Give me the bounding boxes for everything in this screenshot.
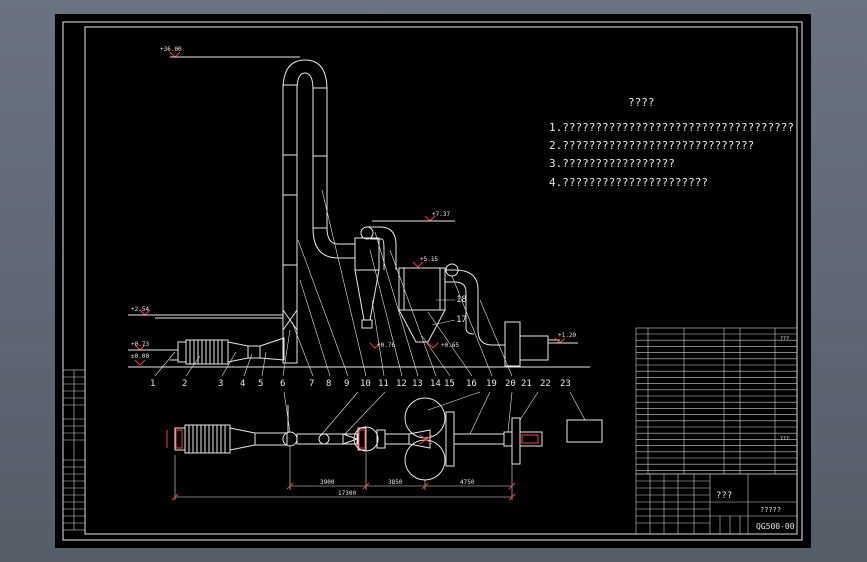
note-line-2: 2.?????????????????????????????	[549, 139, 754, 152]
notes-title: ????	[628, 96, 655, 109]
elev-073: +0.73	[131, 341, 149, 348]
part-num-22: 22	[540, 379, 551, 389]
note-line-3: 3.?????????????????	[549, 157, 675, 170]
part-num-18: 18	[456, 295, 467, 305]
part-num-11: 11	[378, 379, 389, 389]
part-num-17: 17	[456, 315, 467, 325]
part-num-3: 3	[218, 379, 223, 389]
parts-list-rows	[636, 333, 797, 471]
title-company: ?????	[760, 506, 781, 514]
rev-note-a: ???	[780, 336, 789, 342]
title-drawing-no: QG500-00	[756, 522, 795, 531]
part-num-15: 15	[444, 379, 455, 389]
elev-254: +2.54	[131, 306, 149, 313]
dim-3900: 3900	[320, 479, 335, 486]
dimension-lines	[174, 445, 513, 500]
part-num-16: 16	[466, 379, 477, 389]
elev-000: ±0.00	[131, 353, 149, 360]
part-num-5: 5	[258, 379, 263, 389]
plan-highlights	[166, 429, 539, 449]
part-num-12: 12	[396, 379, 407, 389]
dim-total: 17300	[338, 490, 356, 497]
elevation-view	[155, 59, 560, 367]
dim-3850: 3850	[388, 479, 403, 486]
part-num-14: 14	[430, 379, 441, 389]
part-num-21: 21	[521, 379, 532, 389]
drawing-sheet	[55, 14, 811, 548]
elev-737: +7.37	[432, 211, 450, 218]
plan-leaders	[283, 391, 586, 435]
part-num-8: 8	[326, 379, 331, 389]
elev-120: +1.20	[558, 332, 576, 339]
elevation-markers	[128, 51, 578, 366]
outer-frame	[62, 21, 803, 541]
inner-frame	[84, 26, 798, 535]
part-num-23: 23	[560, 379, 571, 389]
part-num-2: 2	[182, 379, 187, 389]
rev-note-b: ???	[780, 436, 789, 442]
elev-36: +36.00	[160, 46, 182, 53]
part-num-13: 13	[412, 379, 423, 389]
left-revision-strip	[62, 369, 86, 531]
note-line-4: 4.??????????????????????	[549, 176, 708, 189]
elev-065: +0.65	[441, 342, 459, 349]
part-num-20: 20	[505, 379, 516, 389]
note-line-1: 1.???????????????????????????????????	[549, 121, 794, 134]
part-num-19: 19	[486, 379, 497, 389]
leader-lines	[154, 189, 513, 377]
title-name: ???	[716, 491, 732, 501]
dim-4750: 4750	[460, 479, 475, 486]
elev-076: +0.76	[377, 342, 395, 349]
title-block	[635, 473, 798, 535]
part-num-7: 7	[309, 379, 314, 389]
part-num-9: 9	[344, 379, 349, 389]
part-num-6: 6	[280, 379, 285, 389]
parts-list-table	[635, 327, 798, 475]
dimension-ticks	[171, 482, 516, 501]
part-num-10: 10	[360, 379, 371, 389]
part-number-labels: 1 2 3 4 5 6 7 8 9 10 11 12 13 14 15 16 1…	[150, 295, 571, 389]
elev-515: +5.15	[420, 256, 438, 263]
part-num-1: 1	[150, 379, 155, 389]
part-num-4: 4	[240, 379, 245, 389]
